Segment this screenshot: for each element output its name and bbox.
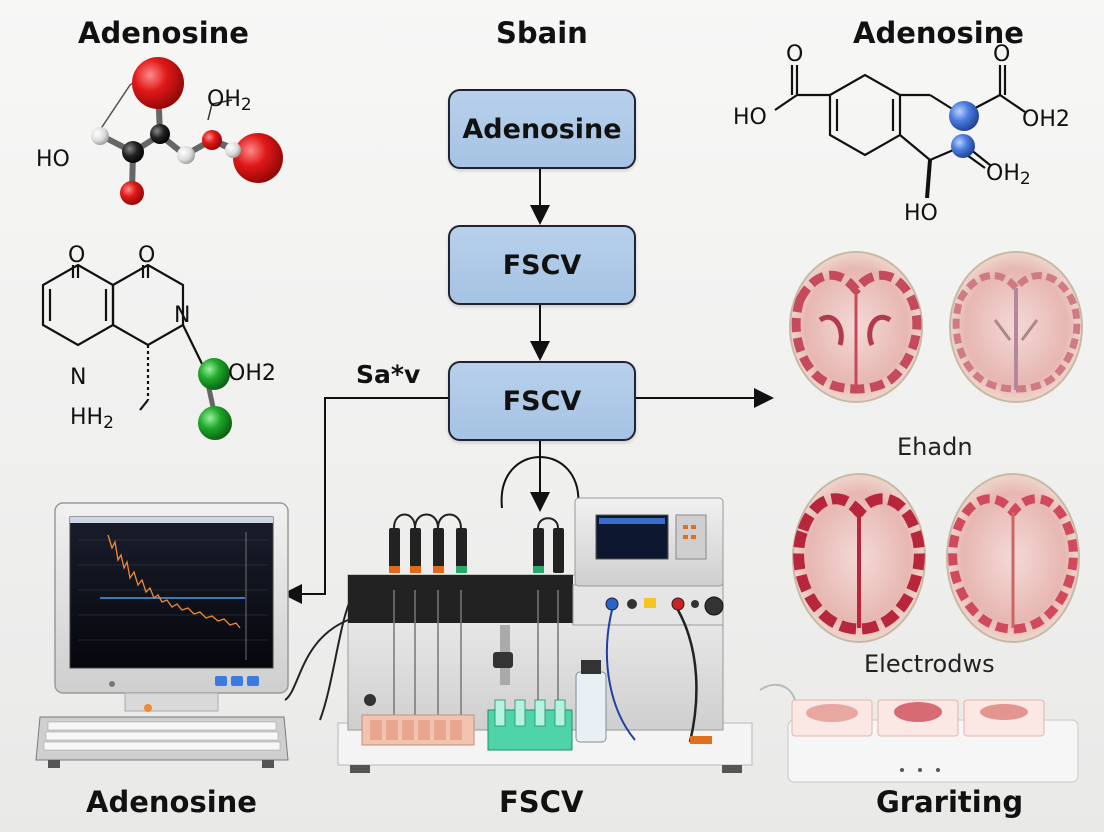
flow-box-fscv-2: FSCV <box>448 361 636 441</box>
slice-tray <box>759 683 1079 783</box>
hydrogen-atom <box>225 142 241 158</box>
molecule-ball-stick <box>91 57 283 205</box>
loop-arc <box>500 456 580 509</box>
atom-label-n: N <box>70 365 86 390</box>
atom-label-o: O <box>786 42 803 67</box>
atom-label-n: N <box>174 303 190 328</box>
atom-label-hh2: HH2 <box>70 405 114 433</box>
label-top-right: Adenosine <box>853 16 1024 50</box>
lab-apparatus <box>284 497 753 773</box>
label-top-left: Adenosine <box>78 16 249 50</box>
brain-slice-3 <box>792 473 926 643</box>
molecule-skeletal-left <box>41 263 232 440</box>
atom-label-oh2: OH2 <box>207 87 252 115</box>
oxygen-atom <box>233 133 283 183</box>
oxygen-atom <box>120 181 144 205</box>
atom-label-oh2: OH2 <box>1022 107 1070 132</box>
hydrogen-atom <box>177 146 195 164</box>
molecule-skeletal-right <box>774 65 1026 199</box>
hydrogen-atom <box>91 127 109 145</box>
label-bottom-center: FSCV <box>499 785 584 819</box>
label-brain-lower: Electrodws <box>864 650 995 678</box>
brain-slice-4 <box>946 473 1080 643</box>
brain-slice-1 <box>789 251 923 403</box>
label-bottom-left: Adenosine <box>86 785 257 819</box>
atom-label-o: O <box>68 243 85 268</box>
computer-workstation <box>35 502 289 768</box>
signal-trace <box>107 534 241 629</box>
carbon-atom <box>122 141 144 163</box>
flow-box-fscv-1: FSCV <box>448 225 636 305</box>
arrow-box3-to-computer <box>282 397 448 604</box>
atom-label-ho: HO <box>733 105 767 130</box>
atom-label-oh2: OH2 <box>228 361 276 386</box>
atom-label-o: O <box>138 243 155 268</box>
atom-label-o: O <box>993 42 1010 67</box>
flow-box-adenosine: Adenosine <box>448 89 636 169</box>
atom-label-ho: HO <box>904 201 938 226</box>
label-side: Sa*v <box>356 360 421 389</box>
oxygen-atom <box>132 57 184 109</box>
brain-slice-2 <box>949 251 1083 403</box>
oxygen-atom <box>202 130 222 150</box>
flow-arrows <box>282 167 774 604</box>
atom-label-oh2: OH2 <box>986 161 1031 189</box>
label-bottom-right: Grariting <box>876 785 1024 819</box>
atom-label-ho: HO <box>36 147 70 172</box>
carbon-atom <box>150 124 170 144</box>
label-brain-upper: Ehadn <box>897 433 973 461</box>
electrode-array <box>393 590 559 718</box>
label-top-center: Sbain <box>496 16 588 50</box>
